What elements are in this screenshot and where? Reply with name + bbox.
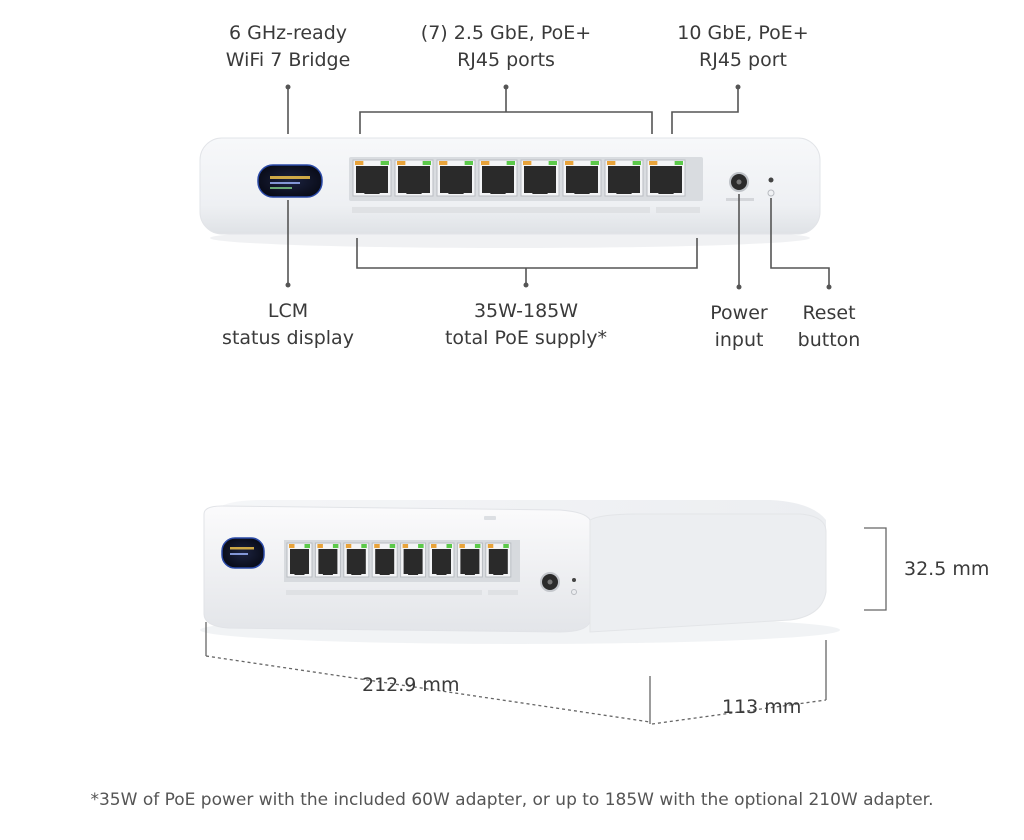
reset-button	[767, 177, 775, 197]
device-isometric-view	[200, 500, 840, 644]
callout-poe-supply-line2: total PoE supply*	[444, 327, 608, 349]
callout-reset-button-line1: Reset	[802, 302, 856, 324]
rj45-port	[314, 542, 341, 578]
callout-2-5gbe-ports: (7) 2.5 GbE, PoE+ RJ45 ports	[406, 20, 606, 74]
callout-2-5gbe-ports-line2: RJ45 ports	[457, 49, 555, 71]
lcm-status-display	[257, 164, 323, 198]
rj45-port	[343, 542, 370, 578]
callout-poe-supply-line1: 35W-185W	[473, 300, 579, 322]
rj45-port	[485, 542, 512, 578]
callout-poe-supply: 35W-185W total PoE supply*	[426, 298, 626, 352]
rj45-port	[646, 159, 686, 197]
callout-lcm-line1: LCM	[267, 300, 309, 322]
rj45-ports-iso	[286, 542, 512, 578]
callout-lcm-line2: status display	[222, 327, 354, 349]
callout-2-5gbe-ports-line1: (7) 2.5 GbE, PoE+	[420, 22, 592, 44]
rj45-port	[394, 159, 434, 197]
callout-power-input-line1: Power	[710, 302, 768, 324]
power-input-jack-iso	[540, 572, 560, 592]
device-front-view	[199, 137, 821, 248]
rj45-port	[562, 159, 602, 197]
dimension-height: 32.5 mm	[904, 558, 990, 580]
rj45-ports-2-5gbe	[352, 159, 686, 197]
callout-10gbe-port-line1: 10 GbE, PoE+	[677, 22, 809, 44]
rj45-port	[286, 542, 313, 578]
rj45-port	[400, 542, 427, 578]
reset-button-iso	[571, 578, 577, 595]
power-input-jack	[726, 172, 754, 201]
dimension-lines	[205, 527, 887, 725]
rj45-port	[352, 159, 392, 197]
callout-power-input: Power input	[699, 300, 779, 354]
rj45-port	[428, 542, 455, 578]
dimension-depth: 113 mm	[722, 696, 802, 718]
rj45-port	[478, 159, 518, 197]
rj45-port	[456, 542, 483, 578]
footnote: *35W of PoE power with the included 60W …	[90, 790, 934, 810]
rj45-port	[604, 159, 644, 197]
callout-power-input-line2: input	[714, 329, 764, 351]
rj45-port	[371, 542, 398, 578]
rj45-port	[520, 159, 560, 197]
rj45-port	[436, 159, 476, 197]
callout-reset-button-line2: button	[797, 329, 861, 351]
dimension-width: 212.9 mm	[362, 674, 460, 696]
callout-10gbe-port-line2: RJ45 port	[699, 49, 787, 71]
lcm-status-display-iso	[221, 537, 265, 569]
callout-lcm: LCM status display	[208, 298, 368, 352]
callout-10gbe-port: 10 GbE, PoE+ RJ45 port	[668, 20, 818, 74]
callout-wifi7-bridge-line2: WiFi 7 Bridge	[225, 49, 351, 71]
callout-lines	[285, 84, 832, 290]
callout-reset-button: Reset button	[786, 300, 872, 354]
callout-wifi7-bridge-line1: 6 GHz-ready	[229, 22, 347, 44]
callout-wifi7-bridge: 6 GHz-ready WiFi 7 Bridge	[208, 20, 368, 74]
